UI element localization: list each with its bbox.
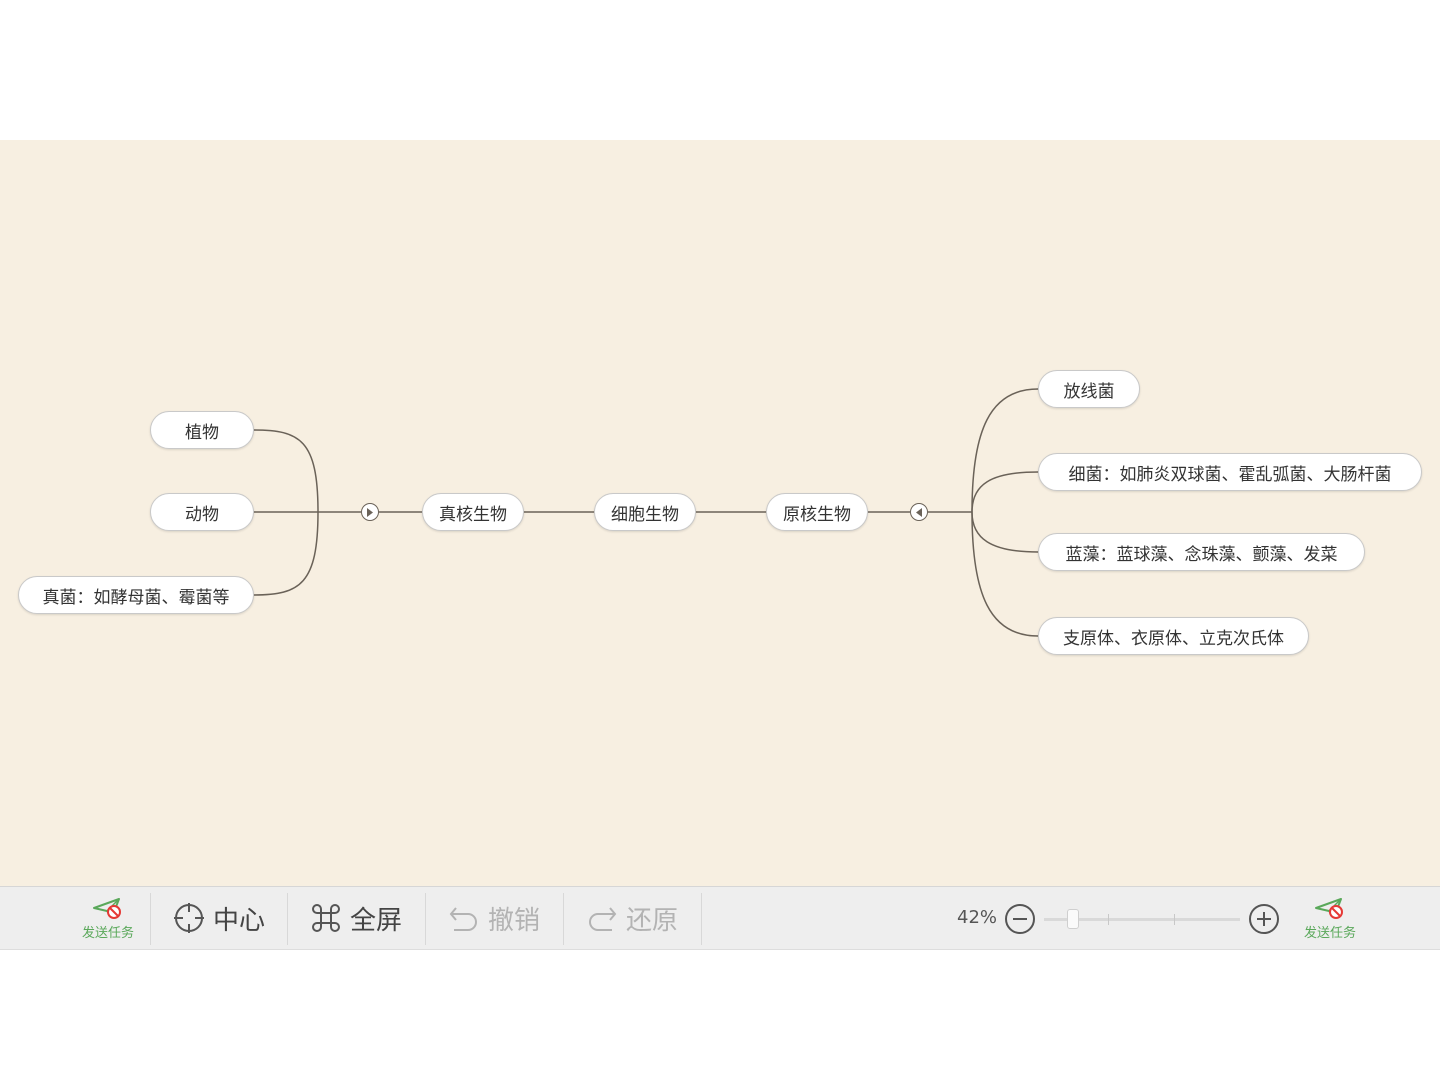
zoom-slider[interactable] xyxy=(1044,909,1240,929)
node-fungi[interactable]: 真菌：如酵母菌、霉菌等 xyxy=(18,576,254,614)
toolbar-divider xyxy=(150,893,151,945)
node-plant[interactable]: 植物 xyxy=(150,411,254,449)
triangle-right-icon xyxy=(367,507,373,517)
node-prokaryote[interactable]: 原核生物 xyxy=(766,493,868,531)
redo-button-label: 还原 xyxy=(625,905,678,936)
send-task-button-right[interactable]: 发送任务 xyxy=(1294,891,1366,947)
center-button-label: 中心 xyxy=(212,905,265,936)
toolbar-divider xyxy=(701,893,702,945)
fullscreen-button[interactable]: 全屏 xyxy=(289,887,423,949)
toolbar-divider xyxy=(425,893,426,945)
send-task-disabled-icon xyxy=(1315,898,1343,919)
collapse-right-toggle[interactable] xyxy=(910,503,928,521)
send-task-label: 发送任务 xyxy=(1303,926,1356,941)
mindmap-connectors xyxy=(253,388,1039,637)
undo-icon xyxy=(449,907,477,931)
send-task-button-left[interactable]: 发送任务 xyxy=(72,891,144,947)
crosshair-icon xyxy=(173,903,204,933)
node-eukaryote[interactable]: 真核生物 xyxy=(422,493,524,531)
send-task-label: 发送任务 xyxy=(81,926,134,941)
node-animal[interactable]: 动物 xyxy=(150,493,254,531)
undo-button[interactable]: 撤销 xyxy=(427,887,561,949)
zoom-slider-thumb[interactable] xyxy=(1067,909,1079,929)
toolbar-divider xyxy=(287,893,288,945)
fullscreen-button-label: 全屏 xyxy=(349,905,402,936)
send-task-disabled-icon xyxy=(93,898,121,919)
bottom-toolbar: 发送任务 中心 全屏 撤销 还原 42% xyxy=(0,886,1440,950)
zoom-out-icon[interactable] xyxy=(1004,903,1036,935)
collapse-left-toggle[interactable] xyxy=(361,503,379,521)
node-bacteria[interactable]: 细菌：如肺炎双球菌、霍乱弧菌、大肠杆菌 xyxy=(1038,453,1422,491)
toolbar-divider xyxy=(563,893,564,945)
node-actinomycetes[interactable]: 放线菌 xyxy=(1038,370,1140,408)
redo-button[interactable]: 还原 xyxy=(565,887,699,949)
redo-icon xyxy=(589,907,617,931)
triangle-left-icon xyxy=(916,507,922,517)
command-icon xyxy=(312,904,340,932)
slider-tick xyxy=(1174,914,1175,925)
node-mycoplasma[interactable]: 支原体、衣原体、立克次氏体 xyxy=(1038,617,1309,655)
zoom-level-readout: 42% xyxy=(957,907,998,928)
node-cyanobacteria[interactable]: 蓝藻：蓝球藻、念珠藻、颤藻、发菜 xyxy=(1038,533,1365,571)
zoom-in-icon[interactable] xyxy=(1248,903,1280,935)
slider-tick xyxy=(1108,914,1109,925)
undo-button-label: 撤销 xyxy=(487,905,540,936)
node-cellular-organism-root[interactable]: 细胞生物 xyxy=(594,493,696,531)
center-button[interactable]: 中心 xyxy=(152,887,286,949)
mindmap-canvas[interactable]: 植物 动物 真菌：如酵母菌、霉菌等 真核生物 细胞生物 原核生物 放线菌 细菌：… xyxy=(0,140,1440,886)
